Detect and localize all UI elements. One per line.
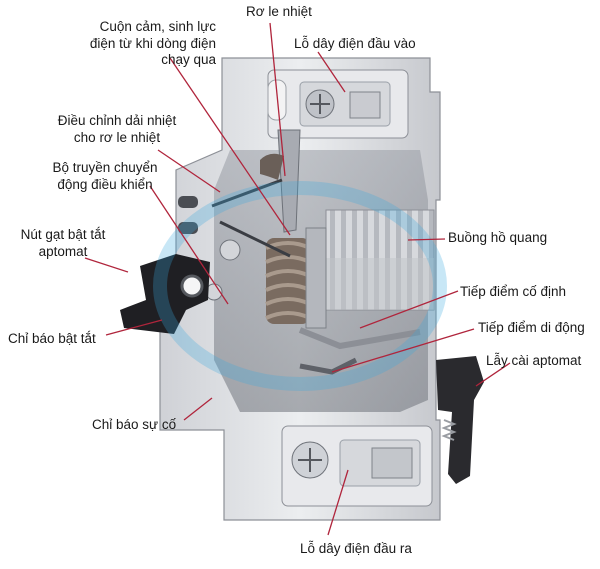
leader-input-terminal — [317, 51, 346, 93]
leader-actuator — [149, 185, 229, 305]
label-fixed-contact: Tiếp điểm cố định — [460, 284, 567, 299]
rail-notch — [178, 196, 198, 208]
output-terminal-art — [281, 425, 433, 507]
rail-notch — [178, 222, 198, 234]
leader-arc-chamber — [407, 238, 446, 241]
label-toggle: Nút gạt bật tắt aptomat — [20, 227, 106, 259]
label-din-latch: Lẫy cài aptomat — [486, 353, 582, 368]
leader-on-off — [105, 319, 163, 336]
label-coil: Cuộn cảm, sinh lực điện từ khi dòng điện… — [89, 19, 216, 67]
leader-output-terminal — [327, 469, 349, 536]
leader-fixed-contact — [359, 290, 459, 329]
leader-coil — [169, 57, 291, 236]
leader-din-latch — [475, 362, 511, 387]
label-thermal-adjust: Điều chỉnh dải nhiệt cho rơ le nhiệt — [57, 113, 177, 145]
label-thermal-relay: Rơ le nhiệt — [246, 4, 312, 19]
label-actuator: Bộ truyền chuyển động điều khiển — [52, 160, 158, 192]
label-output-terminal: Lỗ dây điện đầu ra — [300, 541, 412, 556]
toggle-handle-art — [120, 254, 210, 334]
label-input-terminal: Lỗ dây điện đầu vào — [294, 36, 416, 51]
leader-moving-contact — [331, 328, 475, 373]
din-latch-art — [436, 356, 484, 484]
leader-lines — [84, 22, 511, 536]
leader-toggle — [84, 257, 129, 273]
leader-thermal-relay — [269, 22, 286, 177]
leader-thermal-adjust — [157, 149, 221, 193]
leader-fault — [183, 397, 213, 421]
coil-art — [265, 227, 327, 329]
label-moving-contact: Tiếp điểm di động — [478, 320, 585, 335]
watermark-logo — [153, 181, 447, 391]
label-arc-chamber: Buồng hồ quang — [448, 230, 548, 245]
arc-chamber-art — [325, 209, 435, 311]
label-fault-indicator: Chỉ báo sự cố — [92, 417, 177, 432]
input-terminal-art — [267, 69, 409, 139]
label-on-off-indicator: Chỉ báo bật tắt — [8, 331, 96, 346]
